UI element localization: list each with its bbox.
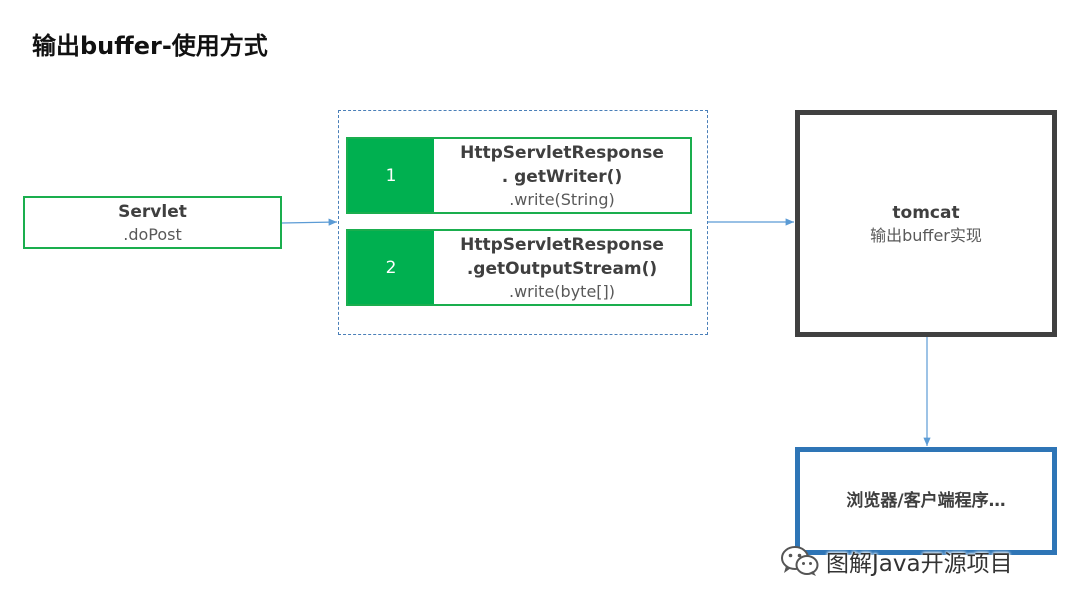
methods-group	[338, 110, 708, 335]
wechat-icon	[781, 546, 819, 576]
tomcat-desc: 输出buffer实现	[870, 225, 982, 245]
method-box-2: 2 HttpServletResponse .getOutputStream()…	[346, 229, 692, 306]
page-title: 输出buffer-使用方式	[32, 32, 268, 60]
watermark-text: 图解Java开源项目	[826, 551, 1013, 577]
method-2-class: HttpServletResponse	[460, 234, 664, 255]
servlet-method: .doPost	[123, 224, 182, 244]
servlet-box: Servlet .doPost	[23, 196, 282, 249]
method-number-1: 1	[348, 139, 434, 212]
method-1-class: HttpServletResponse	[460, 142, 664, 163]
arrow-servlet-to-methods	[281, 218, 338, 226]
method-box-1: 1 HttpServletResponse . getWriter() .wri…	[346, 137, 692, 214]
method-2-write: .write(byte[])	[508, 281, 616, 301]
tomcat-box: tomcat 输出buffer实现	[795, 110, 1057, 337]
method-2-call: .getOutputStream()	[466, 258, 658, 279]
tomcat-name: tomcat	[892, 202, 960, 223]
client-box: 浏览器/客户端程序…	[795, 447, 1057, 555]
method-1-write: .write(String)	[509, 189, 615, 209]
servlet-name: Servlet	[118, 201, 187, 222]
client-label: 浏览器/客户端程序…	[846, 491, 1006, 511]
watermark: 图解Java开源项目	[780, 541, 1013, 581]
method-number-2: 2	[348, 231, 434, 304]
method-1-call: . getWriter()	[501, 166, 623, 187]
